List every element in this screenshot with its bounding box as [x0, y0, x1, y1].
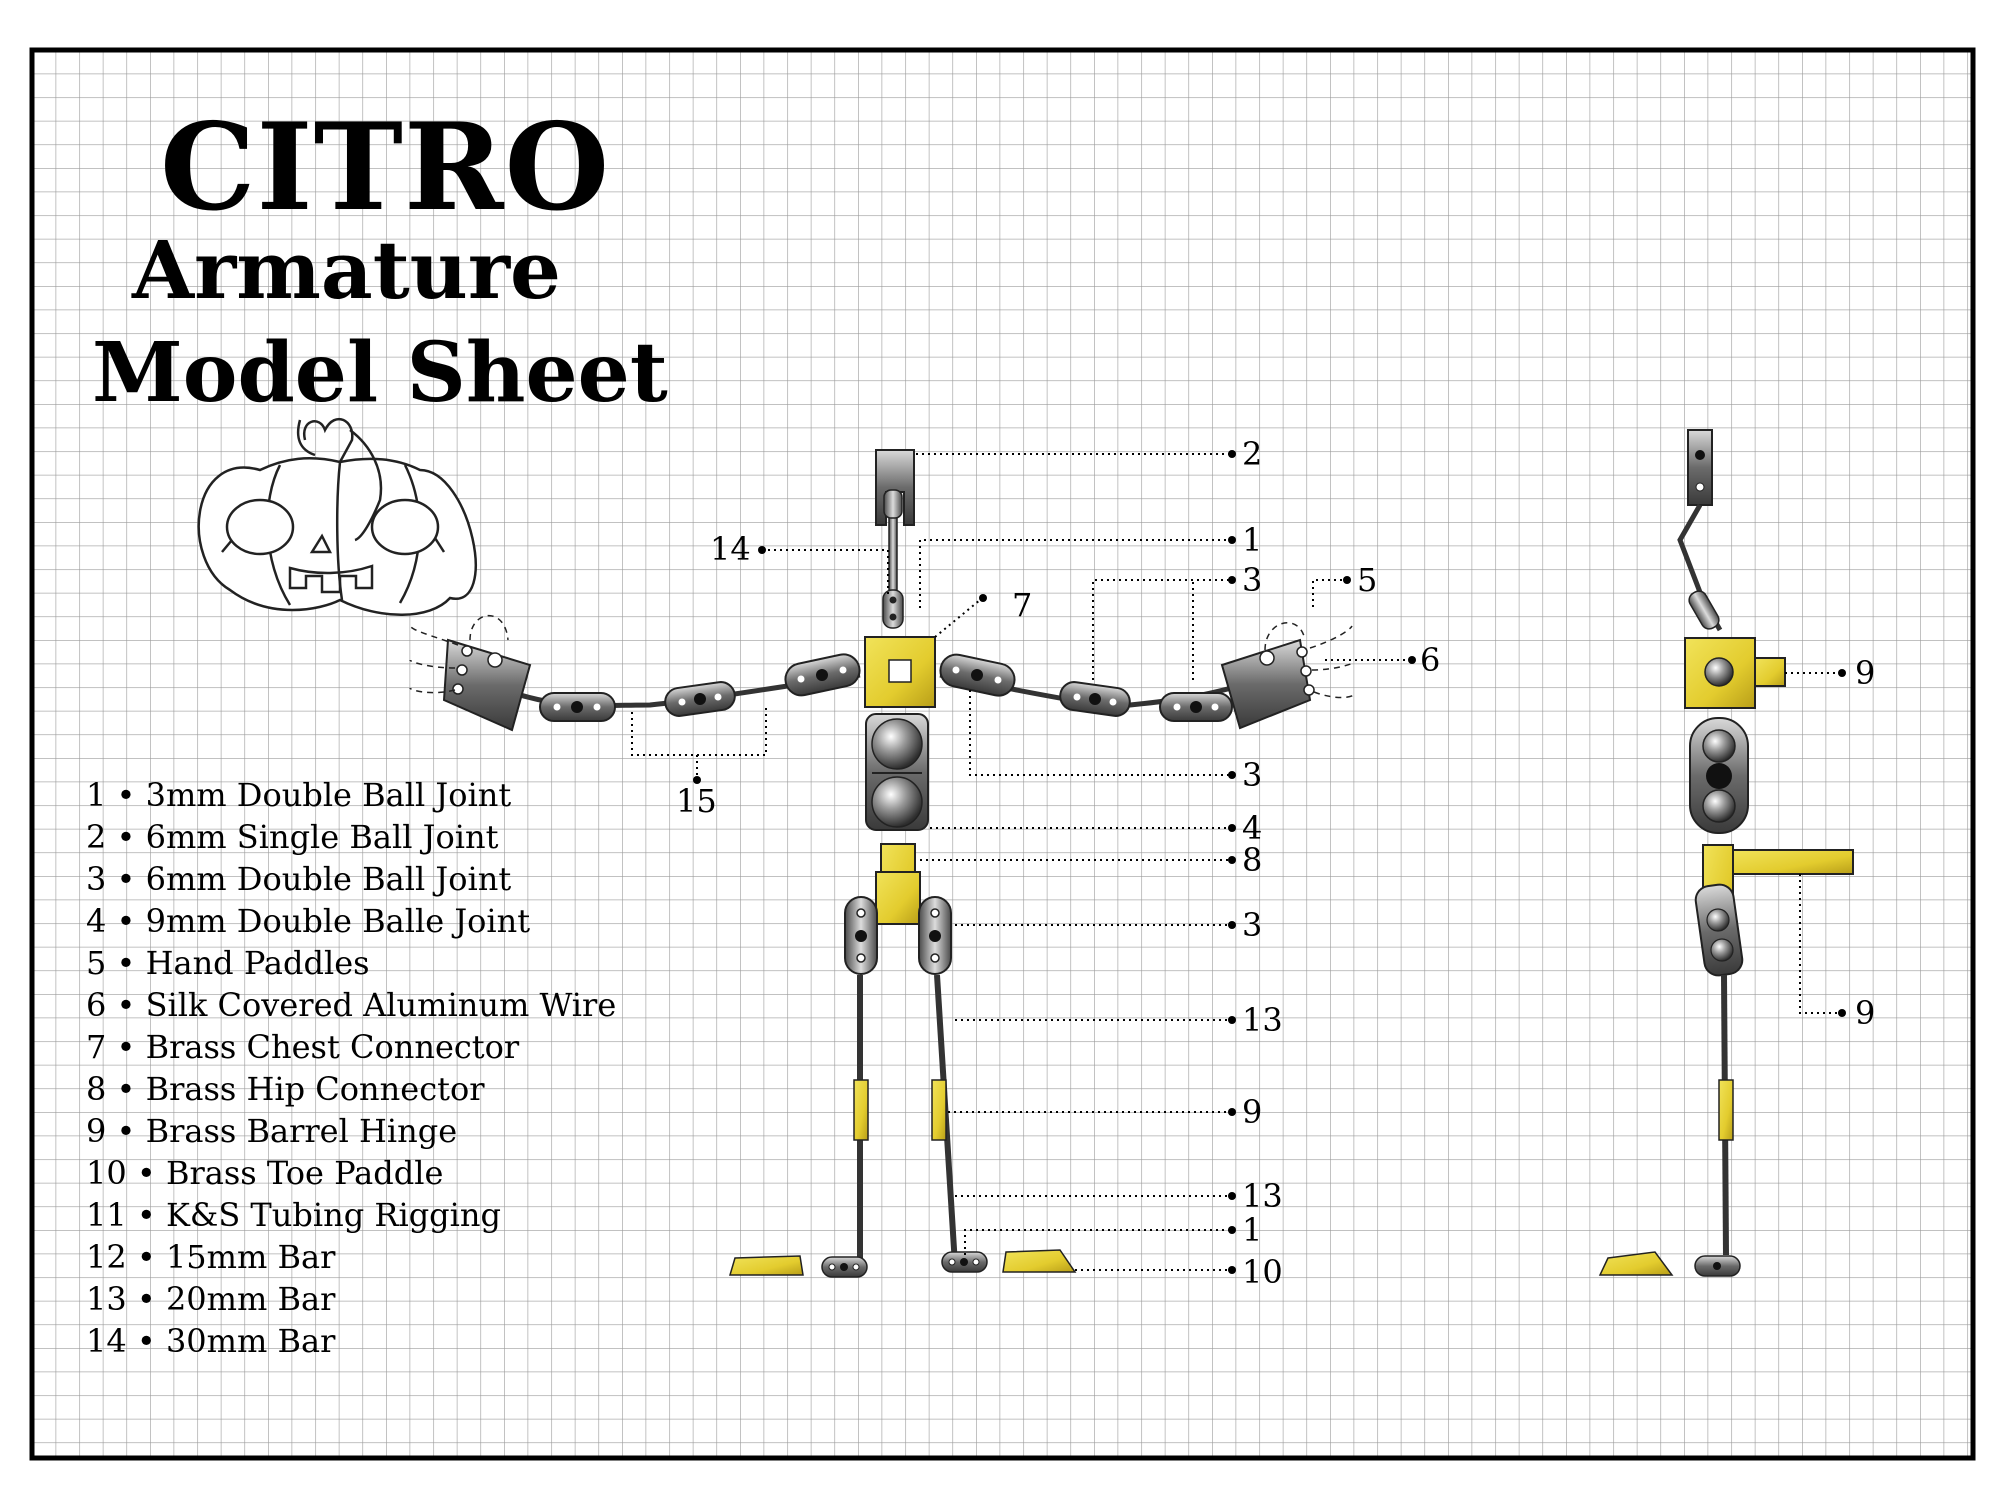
legend-item: 13 • 20mm Bar: [86, 1280, 336, 1318]
armature-front-icon: [409, 449, 1356, 1278]
armature-side-icon: [1598, 429, 1854, 1277]
legend-item: 14 • 30mm Bar: [86, 1322, 336, 1360]
legend-item: 3 • 6mm Double Ball Joint: [86, 860, 512, 898]
callout-14: 14: [710, 530, 751, 568]
title-citro: CITRO: [160, 97, 611, 238]
callout-13-shin: 13: [1242, 1177, 1283, 1215]
callout-9-knee: 9: [1242, 1093, 1262, 1131]
legend-item: 12 • 15mm Bar: [86, 1238, 336, 1276]
callout-13-thigh: 13: [1242, 1001, 1283, 1039]
leader-dots: [693, 450, 1846, 1274]
callout-3-hip: 3: [1242, 906, 1262, 944]
pumpkin-icon: [197, 418, 477, 616]
grid-background: [32, 50, 1973, 1458]
title-armature: Armature: [132, 223, 561, 317]
legend-item: 8 • Brass Hip Connector: [86, 1070, 485, 1108]
legend-item: 11 • K&S Tubing Rigging: [86, 1196, 501, 1234]
callout-1-neck: 1: [1242, 521, 1262, 559]
legend-item: 9 • Brass Barrel Hinge: [86, 1112, 458, 1150]
legend-item: 10 • Brass Toe Paddle: [86, 1154, 444, 1192]
legend-item: 6 • Silk Covered Aluminum Wire: [86, 986, 617, 1024]
legend-item: 4 • 9mm Double Balle Joint: [86, 902, 531, 940]
callout-10: 10: [1242, 1253, 1283, 1291]
sheet-border: [29, 47, 1976, 1461]
callout-5: 5: [1357, 561, 1377, 599]
callout-9-side-hip: 9: [1855, 994, 1875, 1032]
parts-legend: 1 • 3mm Double Ball Joint 2 • 6mm Single…: [86, 774, 616, 1362]
legend-item: 2 • 6mm Single Ball Joint: [86, 818, 499, 856]
legend-item: 5 • Hand Paddles: [86, 944, 370, 982]
callout-3-shoulder: 3: [1242, 756, 1262, 794]
callout-2: 2: [1242, 435, 1262, 473]
callout-6: 6: [1420, 641, 1440, 679]
callout-8: 8: [1242, 841, 1262, 879]
callout-4: 4: [1242, 809, 1262, 847]
callout-1-ankle: 1: [1242, 1211, 1262, 1249]
leader-lines: [631, 453, 1840, 1271]
callout-3-upper-arm: 3: [1242, 561, 1262, 599]
legend-item: 1 • 3mm Double Ball Joint: [86, 776, 512, 814]
callout-7: 7: [1012, 586, 1032, 624]
callout-15: 15: [676, 782, 717, 820]
callout-9-side-chest: 9: [1855, 654, 1875, 692]
legend-item: 7 • Brass Chest Connector: [86, 1028, 520, 1066]
title-model-sheet: Model Sheet: [92, 325, 668, 421]
